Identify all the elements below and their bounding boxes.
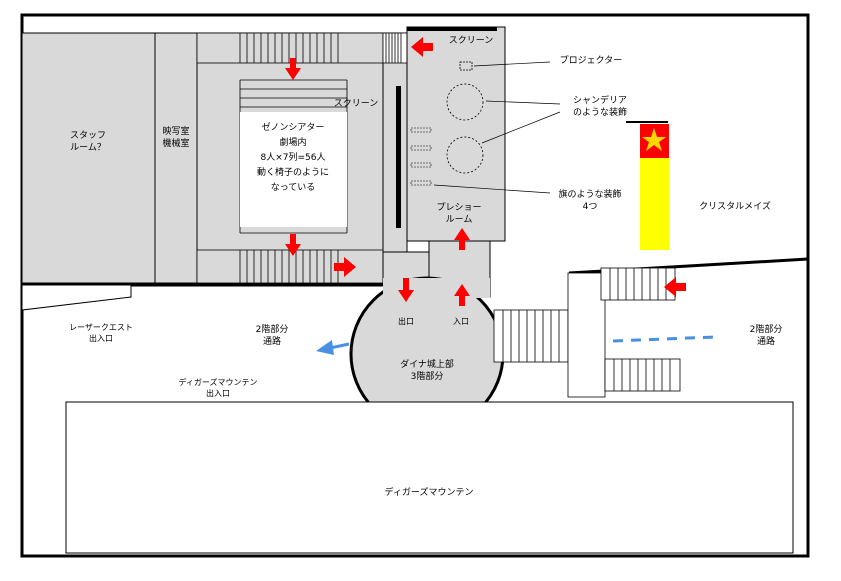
staff-room: スタッフ ルーム？ xyxy=(21,32,156,284)
red-arrow-icon xyxy=(285,37,686,306)
theater-label-3: 8人×7列=56人 xyxy=(261,151,326,163)
theater-label-5: なっている xyxy=(271,182,316,193)
exit-label: 出口 xyxy=(398,316,414,326)
projection-room-label-1: 映写室 xyxy=(162,125,189,137)
chandelier-icon-1 xyxy=(446,83,484,121)
corridor-right-label-1: 2階部分 xyxy=(750,323,783,335)
corridor-left-label-1: 2階部分 xyxy=(256,323,289,335)
flags-label-1: 旗のような装飾 xyxy=(558,188,621,200)
chandelier-label-1: シャンデリア xyxy=(573,94,627,106)
star-flag-icon xyxy=(642,128,666,151)
digger-entrance-label-1: ディガーズマウンテン xyxy=(178,377,257,387)
flag-decorations xyxy=(410,127,432,186)
theater-label-1: ゼノンシアター xyxy=(262,121,325,133)
projection-room-label-2: 機械室 xyxy=(162,137,189,149)
projector-label: プロジェクター xyxy=(560,55,623,66)
top-screen xyxy=(407,27,497,31)
entrance-label: 入口 xyxy=(453,317,469,326)
castle-label-1: ダイナ城上部 xyxy=(400,358,454,370)
chandelier-icon-2 xyxy=(446,136,484,174)
laser-quest-door xyxy=(21,284,132,311)
flags-label-2: 4つ xyxy=(583,202,598,212)
preshow-room: スクリーン プレショー ルーム xyxy=(406,26,506,242)
corridor-right-label-2: 通路 xyxy=(757,335,775,347)
laser-quest-label-1: レーザークエスト xyxy=(69,323,133,332)
stairs-top xyxy=(196,32,384,64)
castle-label-2: 3階部分 xyxy=(411,370,444,382)
digger-mountain-area xyxy=(65,401,794,554)
right-stairs xyxy=(493,267,681,398)
theater-label-4: 動く椅子のように xyxy=(257,166,329,178)
castle-top: ダイナ城上部 3階部分 出口 入口 xyxy=(349,276,505,432)
laser-quest-label-2: 出入口 xyxy=(89,333,113,343)
preshow-label-2: ルーム xyxy=(446,214,473,225)
chandelier-label-2: のような装飾 xyxy=(573,106,627,118)
preshow-label-1: プレショー xyxy=(436,202,481,213)
projector-icon xyxy=(459,61,473,71)
crystal-maze-label: クリスタルメイズ xyxy=(699,200,771,212)
theater-label-2: 劇場内 xyxy=(279,136,306,148)
side-screen-label: スクリーン xyxy=(334,98,379,109)
theater-label-box xyxy=(240,112,347,227)
stairs-small xyxy=(382,32,408,64)
staff-room-label-1: スタッフ xyxy=(70,130,106,141)
crystal-maze-flag xyxy=(626,121,669,250)
blue-arrow-icon xyxy=(316,340,350,355)
digger-entrance-label-2: 出入口 xyxy=(206,388,230,398)
theater: ゼノンシアター 劇場内 8人×7列=56人 動く椅子のように なっている スクリ… xyxy=(196,32,408,284)
top-screen-label: スクリーン xyxy=(449,35,494,46)
staff-room-label-2: ルーム？ xyxy=(70,142,106,153)
side-screen xyxy=(396,86,401,228)
corridor-left-label-2: 通路 xyxy=(263,335,281,347)
projection-room: 映写室 機械室 xyxy=(154,32,198,284)
digger-mountain-label: ディガーズマウンテン xyxy=(385,486,474,498)
